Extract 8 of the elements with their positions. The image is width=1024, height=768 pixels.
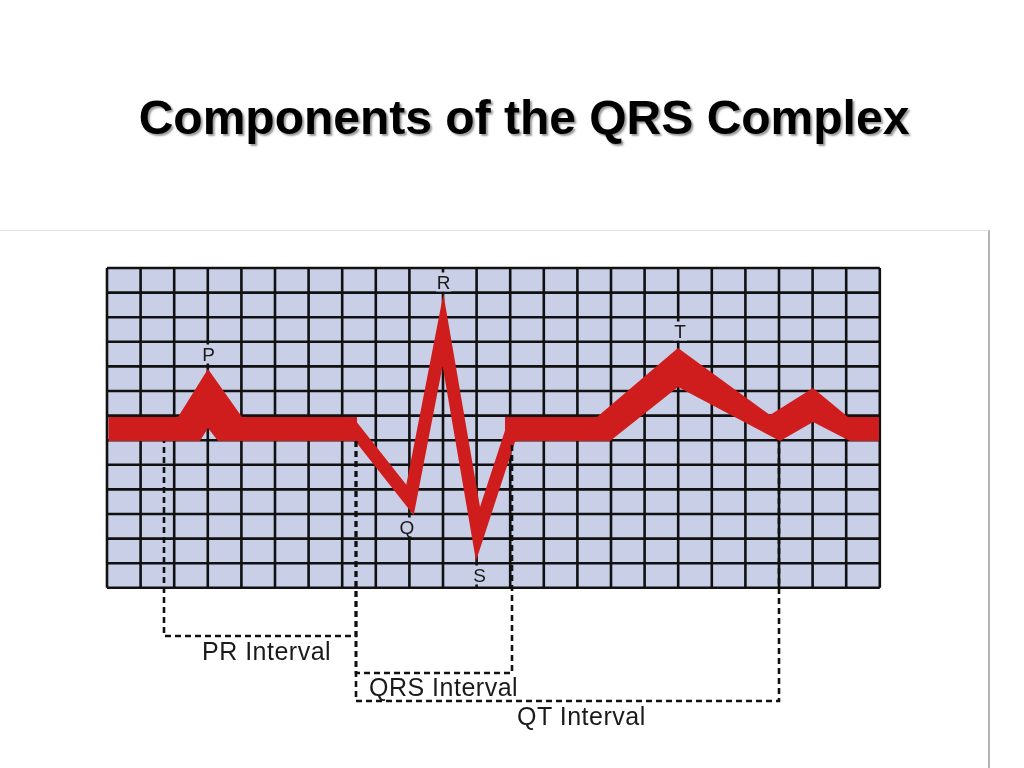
interval-label: QT Interval [517,704,646,728]
wave-label: P [201,344,216,364]
slide-title: Components of the QRS Complex [138,90,910,146]
wave-label: S [472,565,487,585]
wave-label: T [673,321,687,340]
interval-label: PR Interval [202,639,332,663]
interval-label: QRS Interval [369,675,519,699]
wave-label: Q [398,517,416,537]
